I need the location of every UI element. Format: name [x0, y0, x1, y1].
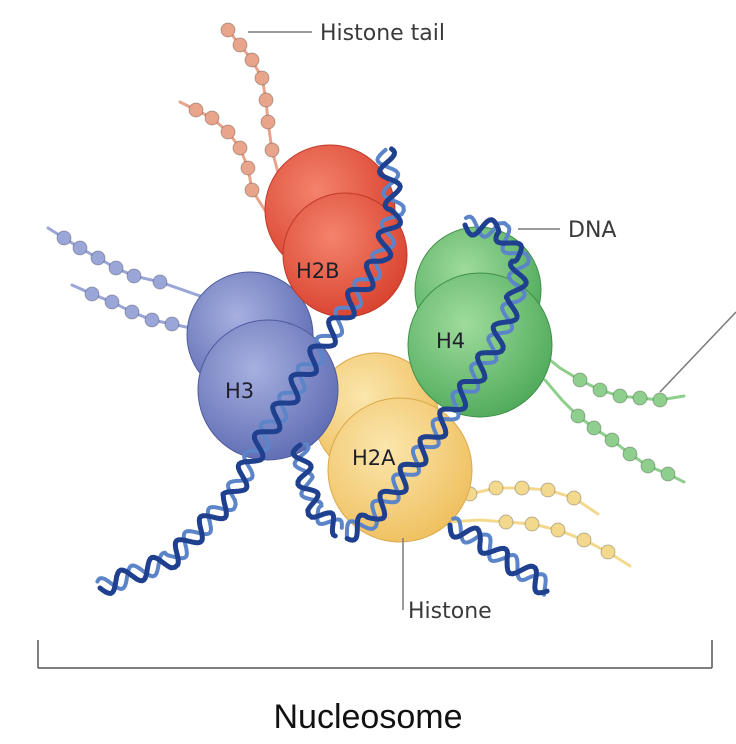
- tail-h3-1-bead: [152, 274, 168, 290]
- histone-h3: [197, 319, 339, 461]
- tail-h2b-2-bead: [232, 140, 248, 156]
- tail-h2a-2-bead: [498, 514, 514, 530]
- histone-labels: H2B H4 H3 H2A: [225, 259, 465, 470]
- histone-label: Histone: [408, 599, 492, 624]
- tail-h2b-1-bead: [264, 142, 280, 158]
- tail-h3-2-bead: [164, 316, 180, 332]
- tail-h3-1-bead: [72, 240, 88, 256]
- tail-h3-2-bead: [124, 304, 140, 320]
- dna-strand-segment-2: [344, 217, 529, 543]
- tail-h4-1-bead: [592, 382, 608, 398]
- histone-label-h2a: H2A: [352, 446, 396, 470]
- tail-h2b-1-bead: [258, 92, 274, 108]
- tail-h4-2-bead: [586, 420, 602, 436]
- tail-h4-1-bead: [572, 372, 588, 388]
- histone-label-h3: H3: [225, 379, 254, 403]
- tail-h4-2-bead: [660, 466, 676, 482]
- tail-h3-1-bead: [90, 250, 106, 266]
- tail-h2a-2-bead: [600, 544, 616, 560]
- histone-tail-label: Histone tail: [320, 21, 445, 46]
- tail-h2b-2-bead: [188, 102, 204, 118]
- tail-h2a-2-bead: [524, 516, 540, 532]
- tail-h2b-1-bead: [254, 70, 270, 86]
- tail-h2a-1-bead: [514, 480, 530, 496]
- tail-h4-1-bead: [612, 388, 628, 404]
- nucleosome-title: Nucleosome: [274, 698, 463, 736]
- tail-h2b-1-bead: [220, 22, 236, 38]
- tail-h2b-2-bead: [204, 110, 220, 126]
- nucleosome-bracket: [37, 640, 713, 669]
- tail-h2b-1-bead: [260, 114, 276, 130]
- tail-h4-1-bead: [652, 392, 668, 408]
- dna-strand-segment-1: [97, 146, 404, 596]
- dna-label: DNA: [568, 218, 616, 243]
- tail-h4-2-bead: [640, 458, 656, 474]
- tail-h3-2-bead: [144, 312, 160, 328]
- tail-h2a-1-bead: [566, 490, 582, 506]
- tail-h4-2-bead: [570, 408, 586, 424]
- tail-h3-2-bead: [104, 294, 120, 310]
- tail-h3-1-bead: [56, 230, 72, 246]
- histone-label-h2b: H2B: [296, 259, 340, 283]
- tail-h2a-2-bead: [576, 532, 592, 548]
- tail-h4-2-bead: [622, 446, 638, 462]
- dna-helix: [95, 146, 550, 597]
- histone-h4: [407, 272, 553, 418]
- tail-h4-1-bead: [632, 390, 648, 406]
- histone-tails: [46, 22, 686, 568]
- callouts: [248, 31, 736, 610]
- tail-h2b-1-bead: [232, 37, 248, 53]
- dna-strand-segment-4: [290, 442, 338, 539]
- dna-strand-segment-1: [95, 147, 406, 591]
- tail-leader-right: [659, 311, 736, 393]
- tail-h4-1: [538, 350, 686, 402]
- tail-h4-2-bead: [604, 432, 620, 448]
- tail-h3-1-bead: [126, 268, 142, 284]
- tail-h2b-2-bead: [220, 124, 236, 140]
- tail-h3-2-bead: [84, 286, 100, 302]
- dna-strand-segment-3: [447, 522, 550, 596]
- histone-label-h4: H4: [436, 329, 465, 353]
- tail-h2b-2-bead: [244, 182, 260, 198]
- tail-h2a-2-bead: [550, 522, 566, 538]
- tail-h2a-1-bead: [488, 480, 504, 496]
- tail-h3-1-bead: [108, 260, 124, 276]
- tail-h2a-1-bead: [540, 482, 556, 498]
- tail-h2b-1-bead: [244, 52, 260, 68]
- histone-cores-front: [197, 192, 553, 543]
- tail-h2b-2-bead: [240, 160, 256, 176]
- dna-strand-segment-4: [292, 442, 344, 530]
